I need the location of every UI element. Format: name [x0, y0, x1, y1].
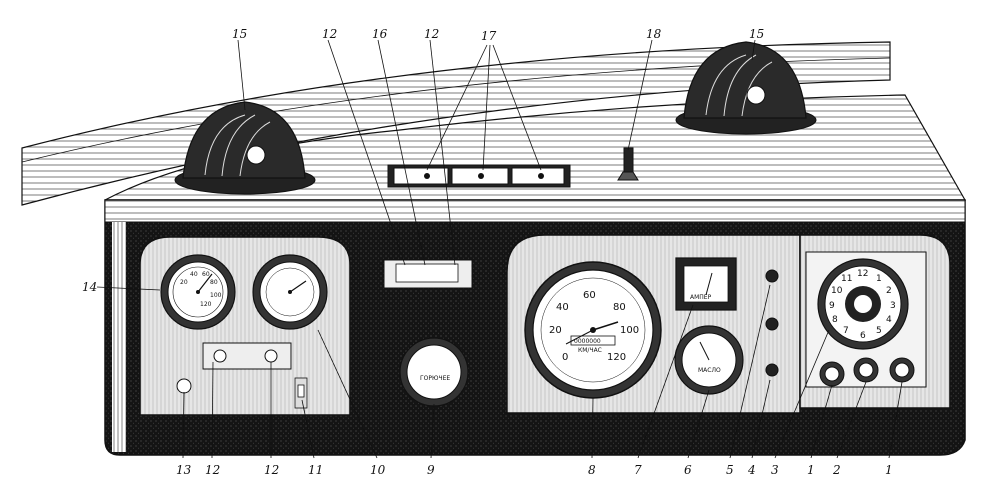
clock-number: 3 [890, 301, 896, 311]
clock-number: 9 [829, 301, 835, 311]
callout-bottom: 3 [771, 463, 779, 477]
clock-number: 2 [886, 286, 892, 296]
callout-top: 15 [749, 27, 764, 41]
speedo-tick: 80 [613, 302, 626, 313]
callout-bottom: 7 [634, 463, 642, 477]
clock-number: 4 [886, 315, 892, 325]
callout-bottom: 1 [807, 463, 815, 477]
speedo-tick: 120 [607, 352, 626, 363]
callout-top: 16 [372, 27, 388, 41]
callout-bottom: 12 [264, 463, 279, 477]
clock-number: 10 [831, 286, 843, 296]
warning-lamps [765, 269, 779, 377]
left-instrument-panel [139, 236, 351, 416]
left-gauge-tick: 60 [202, 271, 210, 278]
callout-top: 15 [232, 27, 247, 41]
left-gauge: 20 40 60 80 100 120 [160, 254, 236, 330]
wiper-lever [617, 147, 639, 181]
leader-lines [96, 39, 903, 459]
oil-gauge-caption: МАСЛО [698, 367, 721, 374]
callout-top: 12 [424, 27, 439, 41]
speedometer: 0 20 40 60 80 100 120 0000000 КМ/ЧАС [524, 261, 662, 399]
clock-knobs [819, 357, 915, 387]
switch-plate [202, 342, 292, 370]
clock-number: 7 [843, 326, 849, 336]
fuel-gauge-caption: ГОРЮЧЕЕ [420, 375, 450, 382]
right-small-gauge [252, 254, 328, 330]
left-gauge-tick: 100 [210, 292, 222, 299]
callout-bottom: 1 [885, 463, 893, 477]
defroster-vents [387, 164, 571, 188]
speedo-tick: 20 [549, 325, 562, 336]
callout-bottom: 5 [726, 463, 734, 477]
clock-number: 1 [876, 274, 882, 284]
callout-bottom: 6 [684, 463, 692, 477]
speedo-tick: 60 [583, 290, 596, 301]
left-knob [176, 378, 192, 394]
callout-top: 18 [646, 27, 662, 41]
left-gauge-tick: 40 [190, 271, 198, 278]
left-dome-lamp [174, 101, 316, 195]
callout-bottom: 9 [427, 463, 435, 477]
callout-bottom: 13 [176, 463, 192, 477]
callout-top: 12 [322, 27, 337, 41]
left-gauge-tick: 120 [200, 301, 212, 308]
speedo-odometer: 0000000 [574, 338, 601, 345]
ammeter-caption: АМПЕР [690, 294, 712, 301]
ammeter: АМПЕР [675, 257, 737, 311]
callout-bottom: 4 [747, 463, 756, 477]
right-dome-lamp [675, 41, 817, 135]
toggle-switch [294, 377, 308, 409]
oil-gauge: МАСЛО [674, 325, 744, 395]
speedo-tick: 100 [620, 325, 639, 336]
callout-bottom: 8 [588, 463, 596, 477]
left-gauge-tick: 80 [210, 279, 218, 286]
clock-number: 6 [860, 331, 866, 341]
callout-bottom: 2 [832, 463, 841, 477]
speedo-tick: 0 [562, 352, 568, 363]
clock-number: 5 [876, 326, 882, 336]
callout-bottom: 10 [370, 463, 386, 477]
callout-left: 14 [82, 280, 97, 294]
clock-number: 8 [832, 315, 838, 325]
callout-bottom: 11 [308, 463, 323, 477]
clock-number: 11 [841, 274, 852, 284]
callout-labels: 15 12 16 12 17 18 15 14 13 12 12 11 10 9… [82, 27, 893, 477]
callout-top: 17 [481, 29, 497, 43]
speedo-tick: 40 [556, 302, 569, 313]
callout-bottom: 12 [205, 463, 220, 477]
clock-number: 12 [857, 269, 868, 279]
speedo-caption: КМ/ЧАС [578, 347, 602, 354]
left-gauge-tick: 20 [180, 279, 188, 286]
center-indicator [383, 259, 473, 289]
fuel-gauge: ГОРЮЧЕЕ [399, 337, 469, 407]
